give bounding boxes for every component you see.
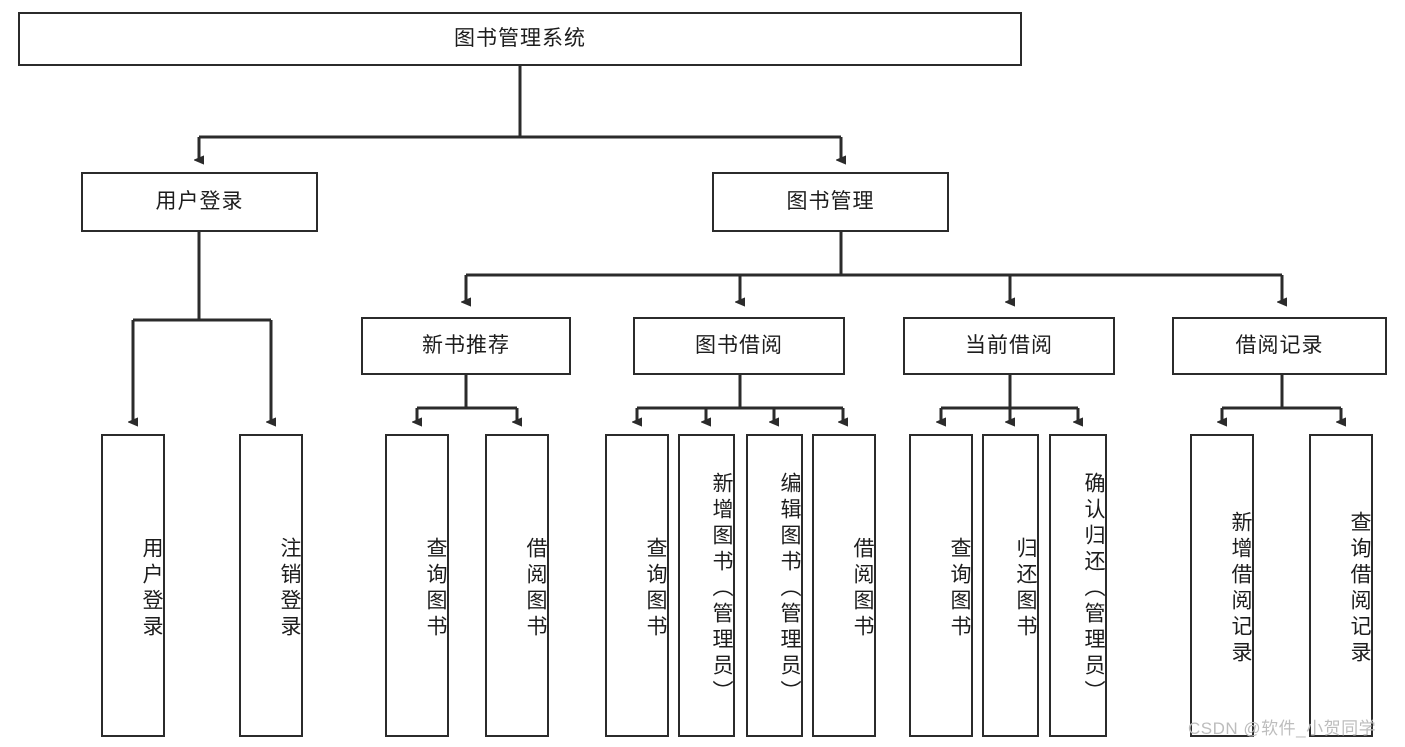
node-leaf-return-book-label: 归还图书 xyxy=(1014,536,1037,641)
node-leaf-query-book-2-label: 查询图书 xyxy=(644,536,667,641)
node-leaf-query-book-2[interactable]: 查询图书 xyxy=(605,434,669,737)
node-leaf-borrow-book-1-label: 借阅图书 xyxy=(524,536,547,641)
node-new-book-rec-label: 新书推荐 xyxy=(422,334,510,358)
node-leaf-user-login-label: 用户登录 xyxy=(140,536,163,641)
node-leaf-confirm-return[interactable]: 确认归还（管理员） xyxy=(1049,434,1107,737)
node-leaf-query-book-1-label: 查询图书 xyxy=(424,536,447,641)
node-leaf-edit-book[interactable]: 编辑图书（管理员） xyxy=(746,434,803,737)
node-root-label: 图书管理系统 xyxy=(454,27,586,51)
node-leaf-logout-label: 注销登录 xyxy=(278,536,301,641)
node-leaf-query-record[interactable]: 查询借阅记录 xyxy=(1309,434,1373,737)
node-leaf-add-book[interactable]: 新增图书（管理员） xyxy=(678,434,735,737)
node-new-book-rec[interactable]: 新书推荐 xyxy=(361,317,571,375)
node-leaf-logout[interactable]: 注销登录 xyxy=(239,434,303,737)
node-leaf-add-record[interactable]: 新增借阅记录 xyxy=(1190,434,1254,737)
node-book-borrow-label: 图书借阅 xyxy=(695,334,783,358)
node-user-login-label: 用户登录 xyxy=(155,190,244,214)
node-borrow-record[interactable]: 借阅记录 xyxy=(1172,317,1387,375)
node-leaf-borrow-book-2[interactable]: 借阅图书 xyxy=(812,434,876,737)
node-leaf-confirm-return-label: 确认归还（管理员） xyxy=(1082,471,1105,706)
node-leaf-query-book-1[interactable]: 查询图书 xyxy=(385,434,449,737)
node-book-borrow[interactable]: 图书借阅 xyxy=(633,317,845,375)
node-leaf-query-book-3[interactable]: 查询图书 xyxy=(909,434,973,737)
node-leaf-borrow-book-1[interactable]: 借阅图书 xyxy=(485,434,549,737)
node-leaf-query-record-label: 查询借阅记录 xyxy=(1348,510,1371,667)
node-leaf-add-book-label: 新增图书（管理员） xyxy=(710,471,733,706)
node-user-login[interactable]: 用户登录 xyxy=(81,172,318,232)
node-current-borrow-label: 当前借阅 xyxy=(965,334,1053,358)
node-leaf-add-record-label: 新增借阅记录 xyxy=(1229,510,1252,667)
node-book-manage[interactable]: 图书管理 xyxy=(712,172,949,232)
node-leaf-user-login[interactable]: 用户登录 xyxy=(101,434,165,737)
node-leaf-borrow-book-2-label: 借阅图书 xyxy=(851,536,874,641)
node-book-manage-label: 图书管理 xyxy=(786,190,875,214)
node-leaf-edit-book-label: 编辑图书（管理员） xyxy=(778,471,801,706)
node-leaf-return-book[interactable]: 归还图书 xyxy=(982,434,1039,737)
node-leaf-query-book-3-label: 查询图书 xyxy=(948,536,971,641)
node-root[interactable]: 图书管理系统 xyxy=(18,12,1022,66)
watermark-text: CSDN @软件_小贺同学 xyxy=(1188,719,1377,738)
node-current-borrow[interactable]: 当前借阅 xyxy=(903,317,1115,375)
node-borrow-record-label: 借阅记录 xyxy=(1235,334,1324,358)
